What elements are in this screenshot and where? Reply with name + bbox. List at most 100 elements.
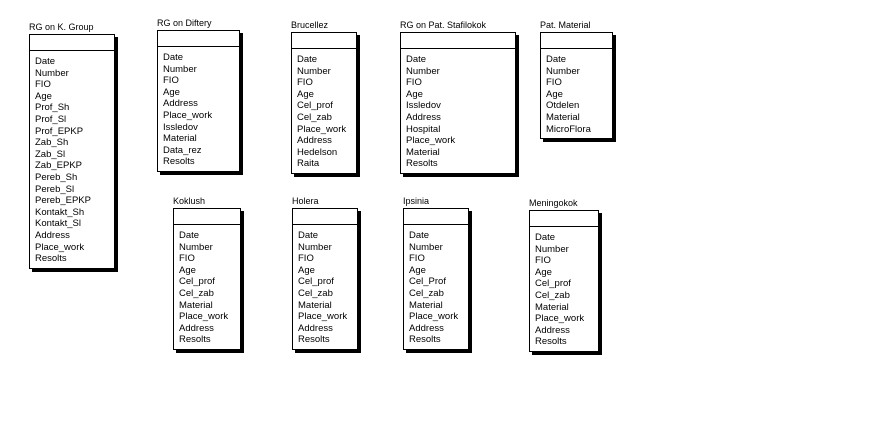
field-place-work: Place_work xyxy=(297,123,347,135)
field-kontakt-sh: Kontakt_Sh xyxy=(35,206,85,218)
entity-table[interactable]: Date Number FIO Age Cel_prof Cel_zab Mat… xyxy=(292,208,358,350)
entity-table[interactable]: Date Number FIO Age Cel_prof Cel_zab Pla… xyxy=(291,32,357,174)
entity-ipsinia[interactable]: Ipsinia Date Number FIO Age Cel_Prof Cel… xyxy=(403,196,469,350)
entity-key-section xyxy=(174,209,240,225)
field-place-work: Place_work xyxy=(179,311,229,323)
field-kontakt-sl: Kontakt_Sl xyxy=(35,218,81,230)
field-cel-prof: Cel_prof xyxy=(298,276,334,288)
field-data-rez: Data_rez xyxy=(163,144,202,156)
field-resolts: Resolts xyxy=(163,156,195,168)
field-microflora: MicroFlora xyxy=(546,123,591,135)
entity-field-list: Date Number FIO Age Otdelen Material Mic… xyxy=(541,49,612,138)
field-number: Number xyxy=(298,241,332,253)
field-number: Number xyxy=(409,241,443,253)
field-resolts: Resolts xyxy=(179,334,211,346)
entity-holera[interactable]: Holera Date Number FIO Age Cel_prof Cel_… xyxy=(292,196,358,350)
entity-table[interactable]: Date Number FIO Age Issledov Address Hos… xyxy=(400,32,516,174)
entity-rg-on-pat-stafilokok[interactable]: RG on Pat. Stafilokok Date Number FIO Ag… xyxy=(400,20,516,174)
entity-title: Koklush xyxy=(173,196,206,206)
entity-table[interactable]: Date Number FIO Age Otdelen Material Mic… xyxy=(540,32,613,140)
field-age: Age xyxy=(409,264,426,276)
field-address: Address xyxy=(297,135,332,147)
field-fio: FIO xyxy=(409,253,425,265)
field-cel-prof: Cel_prof xyxy=(179,276,215,288)
field-age: Age xyxy=(179,264,196,276)
field-fio: FIO xyxy=(163,75,179,87)
field-cel-prof: Cel_prof xyxy=(535,278,571,290)
entity-key-section xyxy=(292,33,356,49)
field-material: Material xyxy=(163,133,197,145)
entity-field-list: Date Number FIO Age Prof_Sh Prof_Sl Prof… xyxy=(30,51,114,268)
field-fio: FIO xyxy=(179,253,195,265)
field-date: Date xyxy=(406,54,427,65)
field-address: Address xyxy=(179,322,214,334)
entity-title: RG on Pat. Stafilokok xyxy=(400,20,487,30)
field-material: Material xyxy=(179,299,213,311)
field-number: Number xyxy=(179,241,213,253)
field-number: Number xyxy=(406,65,440,77)
entity-table[interactable]: Date Number FIO Age Prof_Sh Prof_Sl Prof… xyxy=(29,34,115,269)
field-issledov: Issledov xyxy=(406,100,441,112)
field-fio: FIO xyxy=(406,77,422,89)
field-number: Number xyxy=(163,63,197,75)
entity-key-section xyxy=(401,33,515,49)
field-hedelson: Hedelson xyxy=(297,146,338,158)
field-number: Number xyxy=(35,67,69,79)
entity-table[interactable]: Date Number FIO Age Cel_prof Cel_zab Mat… xyxy=(529,210,599,352)
field-resolts: Resolts xyxy=(535,336,567,348)
entity-table[interactable]: Date Number FIO Age Cel_Prof Cel_zab Mat… xyxy=(403,208,469,350)
field-cel-zab: Cel_zab xyxy=(298,287,333,299)
entity-title: Holera xyxy=(292,196,319,206)
field-address: Address xyxy=(35,229,70,241)
field-cel-prof: Cel_prof xyxy=(297,100,333,112)
field-resolts: Resolts xyxy=(35,253,67,265)
field-date: Date xyxy=(163,52,184,63)
field-date: Date xyxy=(409,230,430,241)
entity-brucellez[interactable]: Brucellez Date Number FIO Age Cel_prof C… xyxy=(291,20,357,174)
entity-key-section xyxy=(530,211,598,227)
entity-table[interactable]: Date Number FIO Age Address Place_work I… xyxy=(157,30,240,172)
entity-title: Pat. Material xyxy=(540,20,591,30)
field-date: Date xyxy=(297,54,318,65)
entity-rg-on-k-group[interactable]: RG on K. Group Date Number FIO Age Prof_… xyxy=(29,22,115,269)
field-date: Date xyxy=(298,230,319,241)
field-number: Number xyxy=(535,243,569,255)
field-address: Address xyxy=(163,98,198,110)
entity-key-section xyxy=(293,209,357,225)
field-prof-sh: Prof_Sh xyxy=(35,102,70,114)
field-date: Date xyxy=(179,230,200,241)
entity-rg-on-diftery[interactable]: RG on Diftery Date Number FIO Age Addres… xyxy=(157,18,240,172)
entity-title: RG on K. Group xyxy=(29,22,94,32)
field-zab-epkp: Zab_EPKP xyxy=(35,160,82,172)
field-cel-zab: Cel_zab xyxy=(179,287,214,299)
field-place-work: Place_work xyxy=(406,135,456,147)
entity-field-list: Date Number FIO Age Cel_Prof Cel_zab Mat… xyxy=(404,225,468,349)
field-address: Address xyxy=(409,322,444,334)
entity-meningokok[interactable]: Meningokok Date Number FIO Age Cel_prof … xyxy=(529,198,599,352)
field-age: Age xyxy=(406,88,423,100)
entity-title: Brucellez xyxy=(291,20,329,30)
field-date: Date xyxy=(35,56,56,67)
field-cel-zab: Cel_zab xyxy=(297,111,332,123)
field-zab-sl: Zab_Sl xyxy=(35,148,66,160)
entity-title: Ipsinia xyxy=(403,196,430,206)
entity-koklush[interactable]: Koklush Date Number FIO Age Cel_prof Cel… xyxy=(173,196,241,350)
field-age: Age xyxy=(297,88,314,100)
field-number: Number xyxy=(546,65,580,77)
field-fio: FIO xyxy=(535,255,551,267)
field-fio: FIO xyxy=(298,253,314,265)
field-date: Date xyxy=(535,232,556,243)
entity-title: RG on Diftery xyxy=(157,18,212,28)
entity-table[interactable]: Date Number FIO Age Cel_prof Cel_zab Mat… xyxy=(173,208,241,350)
field-pereb-sl: Pereb_Sl xyxy=(35,183,75,195)
field-resolts: Resolts xyxy=(298,334,330,346)
field-age: Age xyxy=(35,90,52,102)
entity-field-list: Date Number FIO Age Cel_prof Cel_zab Mat… xyxy=(174,225,240,349)
entity-key-section xyxy=(30,35,114,51)
field-place-work: Place_work xyxy=(535,313,585,325)
entity-key-section xyxy=(404,209,468,225)
entity-pat-material[interactable]: Pat. Material Date Number FIO Age Otdele… xyxy=(540,20,613,140)
field-material: Material xyxy=(406,146,440,158)
field-age: Age xyxy=(298,264,315,276)
field-material: Material xyxy=(409,299,443,311)
